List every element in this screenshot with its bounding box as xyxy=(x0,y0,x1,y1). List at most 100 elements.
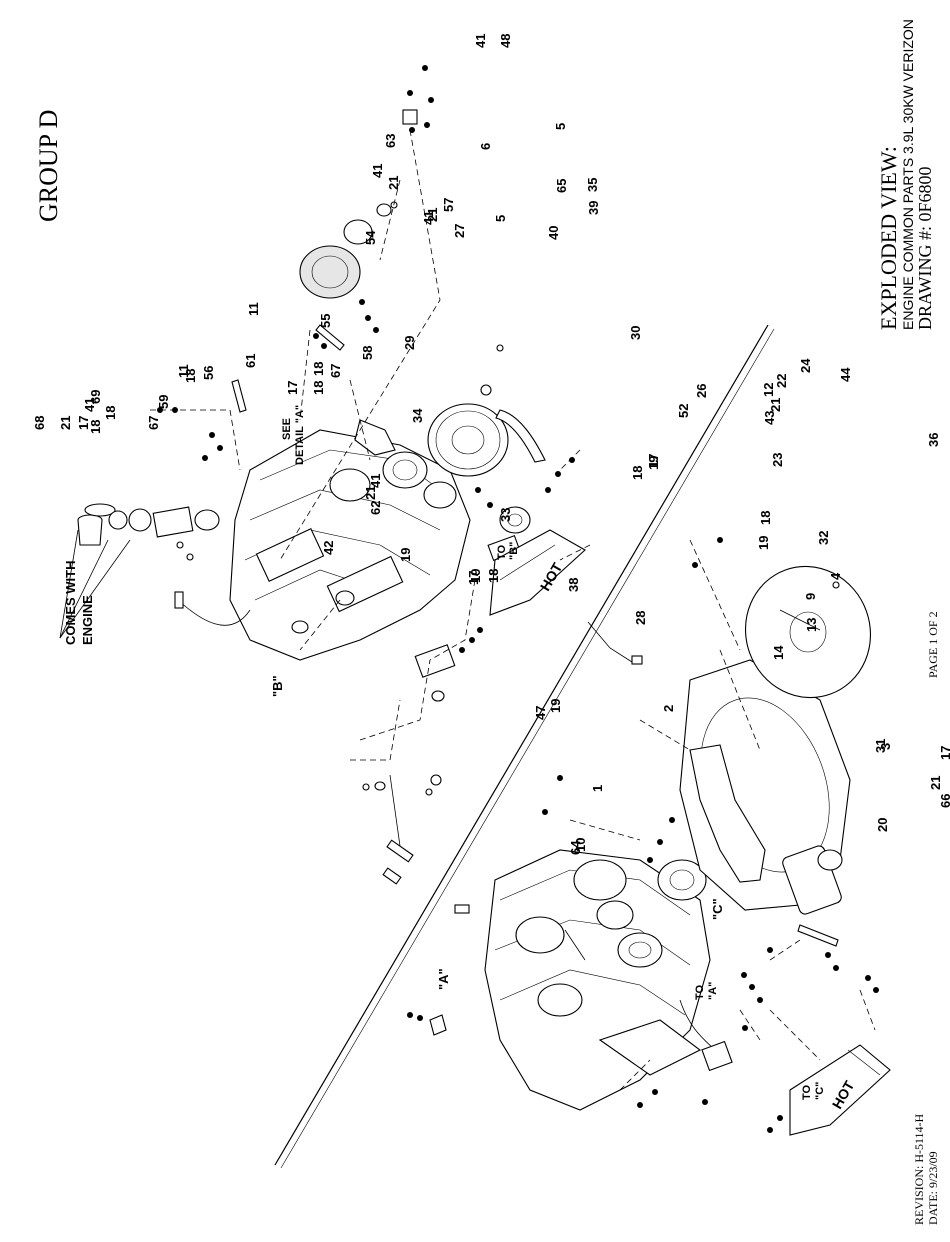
callout-54: 54 xyxy=(363,230,378,245)
note-see: SEE xyxy=(281,418,293,440)
label-detail-c: "C" xyxy=(710,898,725,920)
callout-47: 47 xyxy=(533,706,548,720)
callout-18: 18 xyxy=(311,381,326,395)
callout-55: 55 xyxy=(318,314,333,328)
callout-33: 33 xyxy=(498,508,513,522)
plug-26 xyxy=(431,690,445,702)
callout-32: 32 xyxy=(816,531,831,545)
callout-41: 41 xyxy=(368,474,383,488)
callout-56: 56 xyxy=(201,366,216,380)
gasket-31 xyxy=(657,859,707,901)
heat-shield-upper xyxy=(489,529,586,616)
clamp-8 xyxy=(701,1040,733,1072)
callout-28: 28 xyxy=(633,611,648,625)
note-engine: ENGINE xyxy=(80,595,95,645)
callout-41: 41 xyxy=(82,398,97,412)
callout-23: 23 xyxy=(770,453,785,467)
callout-11: 11 xyxy=(246,302,261,316)
sensor-36 xyxy=(454,904,470,914)
callout-61: 61 xyxy=(243,354,258,368)
callout-number-layer: 1234556789101111121313131414141415161717… xyxy=(32,34,950,855)
label-detail-b: "B" xyxy=(270,675,285,697)
callout-35: 35 xyxy=(585,178,600,192)
idler-pulley xyxy=(487,506,531,562)
callout-19: 19 xyxy=(548,699,563,713)
strap-66 xyxy=(797,924,839,947)
callout-64: 64 xyxy=(568,840,583,855)
callout-42: 42 xyxy=(321,541,336,555)
callout-69: 69 xyxy=(88,390,103,404)
callout-65: 65 xyxy=(554,179,569,193)
callout-17: 17 xyxy=(938,746,950,760)
heat-shield-lower xyxy=(789,1044,891,1136)
fan-pulley xyxy=(427,344,509,477)
callout-36: 36 xyxy=(926,433,941,447)
callout-26: 26 xyxy=(694,384,709,398)
callout-29: 29 xyxy=(402,336,417,350)
callout-21: 21 xyxy=(768,398,783,412)
callout-13: 13 xyxy=(804,618,819,632)
callout-27: 27 xyxy=(452,224,467,238)
callout-34: 34 xyxy=(410,408,425,423)
label-to-a-2: "A" xyxy=(707,982,719,1000)
callout-3: 3 xyxy=(878,743,893,750)
label-to-b-1: TO xyxy=(496,544,508,560)
callout-63: 63 xyxy=(383,134,398,148)
thermostat-housing-stack xyxy=(77,503,220,561)
drawing-number: DRAWING #: 0F6800 xyxy=(915,166,935,330)
callout-21: 21 xyxy=(386,176,401,190)
callout-44: 44 xyxy=(838,367,853,382)
callout-18: 18 xyxy=(103,406,118,420)
callout-22: 22 xyxy=(774,374,789,388)
lower-engine-block xyxy=(484,849,711,1111)
callout-40: 40 xyxy=(546,226,561,240)
callout-21: 21 xyxy=(928,776,943,790)
upper-engine-block xyxy=(229,419,471,661)
callout-30: 30 xyxy=(628,326,643,340)
callout-20: 20 xyxy=(875,818,890,832)
callout-14: 14 xyxy=(771,645,786,660)
callout-41: 41 xyxy=(370,164,385,178)
callout-67: 67 xyxy=(146,416,161,430)
callout-59: 59 xyxy=(156,395,171,409)
bracket-69 xyxy=(402,109,418,125)
callout-10: 10 xyxy=(573,838,588,852)
callout-5: 5 xyxy=(553,123,568,130)
callout-19: 19 xyxy=(646,456,661,470)
callout-5: 5 xyxy=(493,215,508,222)
callout-18: 18 xyxy=(758,511,773,525)
callout-17: 17 xyxy=(466,571,481,585)
bracket-55 xyxy=(315,324,345,351)
callout-21: 21 xyxy=(58,416,73,430)
revision: REVISION: H-5114-H xyxy=(912,1113,926,1225)
flywheel xyxy=(744,565,872,699)
callout-17: 17 xyxy=(646,454,661,468)
callout-17: 17 xyxy=(285,381,300,395)
callout-2: 2 xyxy=(661,705,676,712)
cover-plate-3 xyxy=(689,744,766,883)
callout-18: 18 xyxy=(183,369,198,383)
callout-17: 17 xyxy=(76,416,91,430)
callout-18: 18 xyxy=(630,466,645,480)
bracket-70 xyxy=(429,1014,447,1036)
glow-plug-assembly xyxy=(362,774,442,885)
label-detail-a: "A" xyxy=(436,968,451,990)
note-comes-with: COMES WITH xyxy=(63,561,78,646)
callout-11: 11 xyxy=(176,364,191,378)
label-to-a-1: TO xyxy=(694,984,706,1000)
callout-52: 52 xyxy=(676,404,691,418)
callout-31: 31 xyxy=(873,739,888,753)
callout-6: 6 xyxy=(478,143,493,150)
drive-belt xyxy=(495,409,546,463)
callout-4: 4 xyxy=(828,572,843,580)
sensor-harness xyxy=(177,599,251,626)
fasteners xyxy=(157,65,879,1133)
title-line-2: ENGINE COMMON PARTS 3.9L 30KW VERIZON xyxy=(900,19,916,330)
label-to-c-1: TO xyxy=(801,1084,813,1100)
callout-18: 18 xyxy=(486,569,501,583)
callout-19: 19 xyxy=(398,548,413,562)
note-detail-a: DETAIL "A" xyxy=(294,405,306,465)
callout-66: 66 xyxy=(938,794,950,808)
